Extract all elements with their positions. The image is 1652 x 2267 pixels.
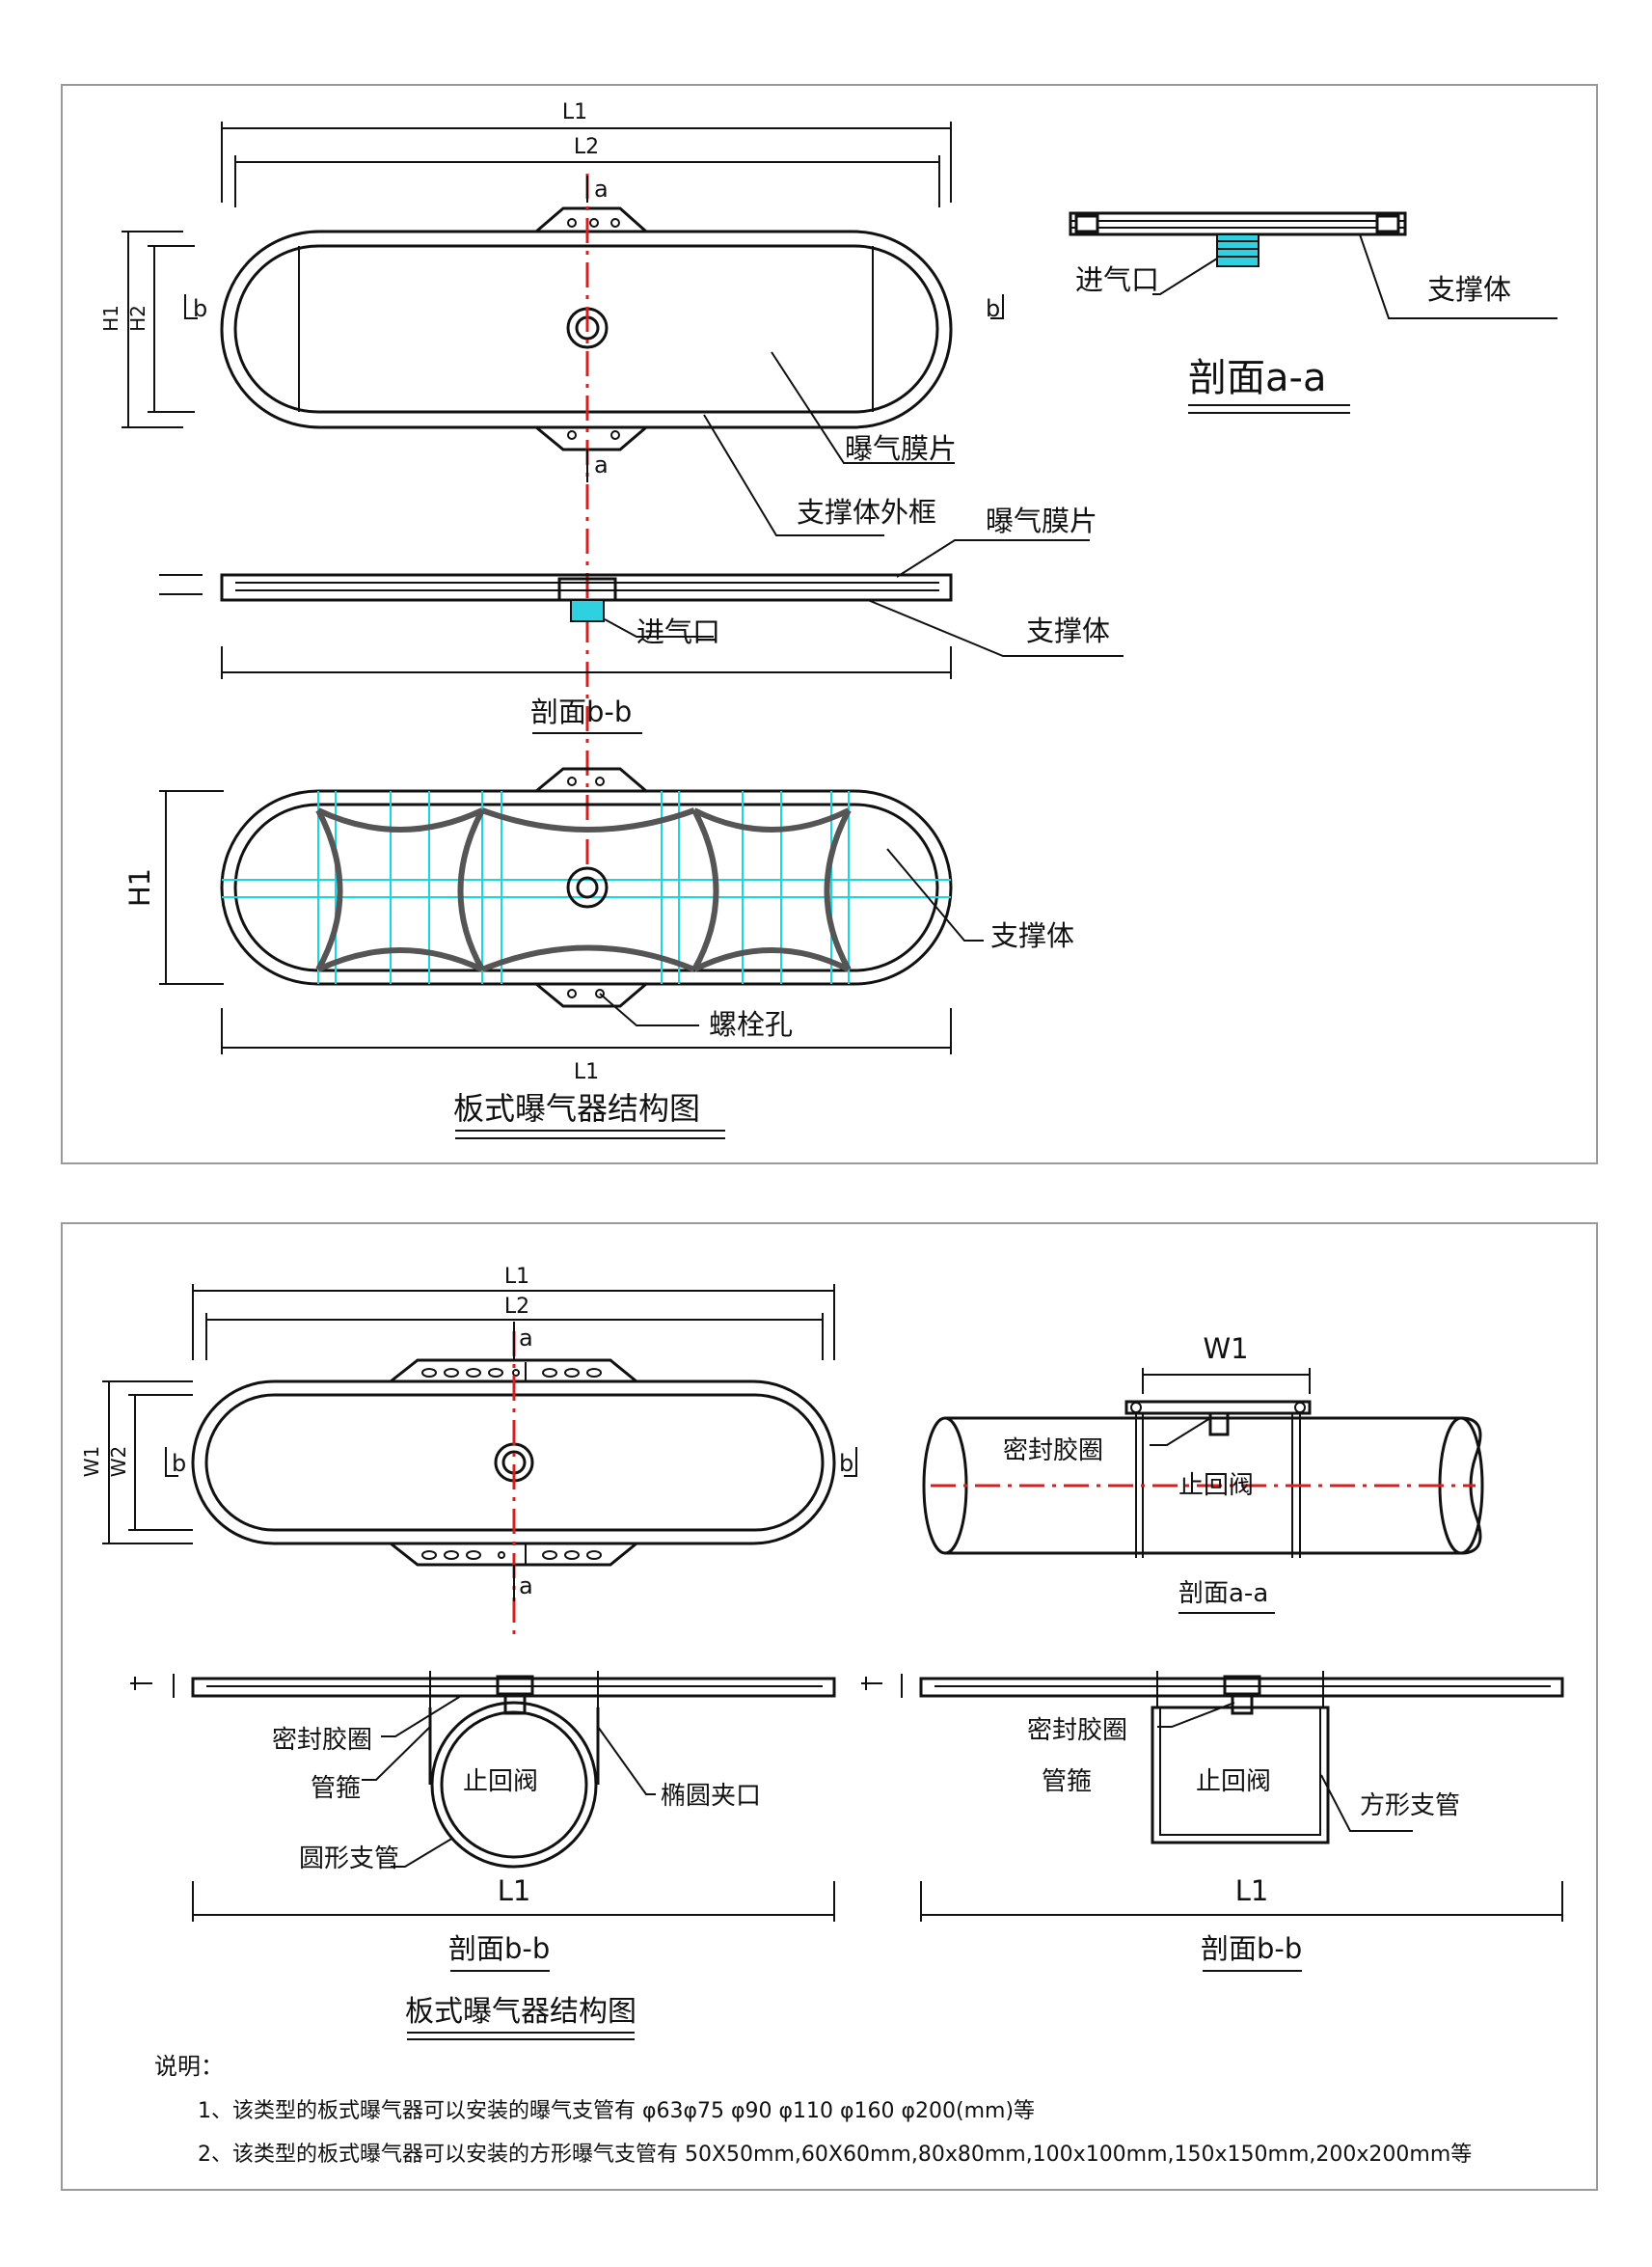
dim-L2-p2: L2 — [504, 1295, 529, 1319]
dim-W2-p2: W2 — [107, 1446, 130, 1478]
title-section-bb: 剖面b-b — [530, 696, 632, 728]
section-marker-b-left: b — [193, 295, 207, 322]
support-plan-view: H1 — [123, 767, 1074, 1139]
dim-H1-label: H1 — [99, 305, 122, 332]
label-round-pipe: 圆形支管 — [299, 1844, 399, 1873]
label-seal-square: 密封胶圈 — [1027, 1716, 1127, 1745]
label-seal-aa: 密封胶圈 — [1003, 1436, 1103, 1465]
dim-W1-p2: W1 — [80, 1446, 103, 1478]
plan-view-top: L1 L2 H1 H2 b b a — [99, 100, 1004, 868]
section-marker-a-bottom: a — [594, 451, 609, 478]
label-hoop-square: 管箍 — [1042, 1767, 1092, 1796]
label-seal-round: 密封胶圈 — [272, 1726, 372, 1755]
label-check-valve-round: 止回阀 — [463, 1767, 538, 1796]
dim-L1-square: L1 — [1235, 1874, 1269, 1907]
label-check-valve-aa: 止回阀 — [1178, 1471, 1254, 1500]
note-item-1: 1、该类型的板式曝气器可以安装的曝气支管有 φ63φ75 φ90 φ110 φ1… — [198, 2099, 1035, 2123]
section-aa-view: 进气口 支撑体 剖面a-a — [1069, 211, 1557, 414]
dim-L1-p2: L1 — [504, 1265, 529, 1289]
note-item-2: 2、该类型的板式曝气器可以安装的方形曝气支管有 50X50mm,60X60mm,… — [198, 2143, 1472, 2167]
label-frame: 支撑体外框 — [797, 496, 936, 529]
panel2-title: 板式曝气器结构图 — [405, 1995, 636, 2029]
label-support-plan: 支撑体 — [990, 919, 1074, 952]
section-bb-round-view: 密封胶圈 管箍 止回阀 椭圆夹口 圆形支管 L1 剖面b-b — [130, 1671, 836, 1972]
label-membrane-bb: 曝气膜片 — [986, 505, 1097, 537]
section-marker-b-right-p2: b — [839, 1450, 853, 1477]
dim-L2-label: L2 — [574, 135, 599, 159]
label-inlet-aa: 进气口 — [1075, 263, 1159, 296]
label-hoop-round: 管箍 — [311, 1774, 361, 1803]
label-membrane: 曝气膜片 — [845, 432, 957, 465]
panel1-border — [61, 84, 1598, 1164]
dim-H1-support: H1 — [123, 868, 156, 907]
section-bb-view: 进气口 曝气膜片 支撑体 剖面b-b — [159, 505, 1124, 734]
panel2-border — [61, 1222, 1598, 2191]
title-section-aa: 剖面a-a — [1188, 356, 1326, 400]
section-marker-b-left-p2: b — [172, 1450, 186, 1477]
label-square-pipe: 方形支管 — [1360, 1791, 1460, 1820]
dim-L1-label: L1 — [562, 100, 587, 124]
panel1-title: 板式曝气器结构图 — [453, 1090, 700, 1127]
label-check-valve-square: 止回阀 — [1196, 1767, 1271, 1796]
label-support-bb: 支撑体 — [1026, 615, 1110, 647]
dim-L1-support: L1 — [574, 1060, 599, 1084]
dim-L1-round: L1 — [498, 1874, 531, 1907]
section-bb-square-view: 密封胶圈 管箍 止回阀 方形支管 L1 剖面b-b — [861, 1671, 1564, 1972]
notes-heading: 说明： — [154, 2053, 224, 2080]
dim-W1-top: W1 — [1203, 1332, 1248, 1365]
section-marker-a-top-p2: a — [519, 1325, 533, 1352]
title-section-bb-round: 剖面b-b — [448, 1932, 550, 1965]
section-marker-a-top: a — [594, 176, 609, 203]
dim-H2-label: H2 — [126, 305, 149, 332]
label-support-aa: 支撑体 — [1427, 273, 1511, 306]
label-inlet-bb: 进气口 — [636, 615, 720, 648]
label-bolt-hole: 螺栓孔 — [709, 1008, 793, 1041]
label-ellipse-clamp: 椭圆夹口 — [661, 1782, 761, 1811]
section-marker-a-bottom-p2: a — [519, 1572, 533, 1599]
title-section-aa-p2: 剖面a-a — [1178, 1579, 1268, 1608]
section-marker-b-right: b — [986, 295, 1000, 322]
section-aa-pipe-view: W1 密封胶圈 止回阀 剖面a-a — [922, 1332, 1484, 1614]
title-section-bb-square: 剖面b-b — [1201, 1932, 1302, 1965]
plan-view-panel2: L1 L2 W1 W2 b b — [80, 1265, 857, 1640]
